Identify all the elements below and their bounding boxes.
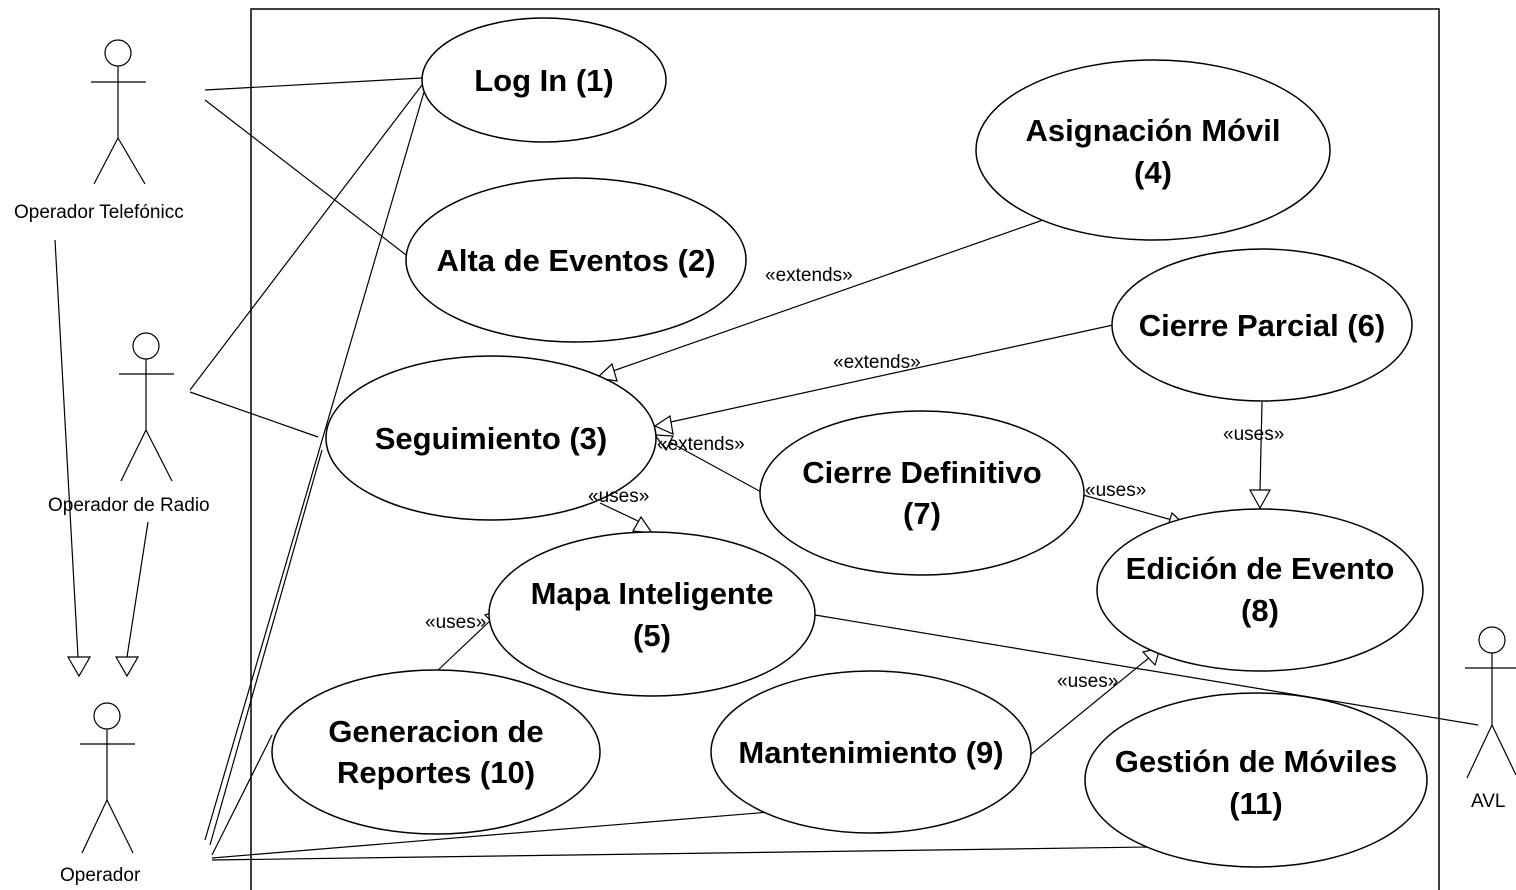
use-case-ellipse[interactable] [271, 669, 601, 835]
use-case-seguimiento[interactable]: Seguimiento (3) [325, 355, 657, 521]
use-case-ellipse[interactable] [1084, 692, 1428, 868]
stereotype-label: «uses» [588, 486, 649, 507]
use-case-alta-eventos[interactable]: Alta de Eventos (2) [405, 177, 747, 343]
assoc-operador-seguimiento [209, 449, 323, 846]
actor-label: Operador [60, 865, 141, 886]
assoc-telefonico-login [204, 77, 423, 91]
actor-operador-radio: Operador de Radio [48, 332, 210, 516]
actor-avl: AVL [1465, 626, 1516, 812]
use-case-cierre-parcial[interactable]: Cierre Parcial (6) [1111, 248, 1413, 402]
actor-leg [145, 429, 173, 482]
assoc-operador-reportes [211, 734, 273, 856]
stereotype-label: «uses» [1085, 480, 1146, 501]
assoc-avl-mapa [814, 614, 1479, 726]
assoc-operador-gestion [211, 846, 1151, 861]
actor-leg [1466, 724, 1493, 779]
use-case-label: Cierre Parcial (6) [1139, 308, 1385, 343]
uses-reportes-mapa [435, 618, 493, 673]
use-case-edicion-evento[interactable]: Edición de Evento (8) [1096, 508, 1424, 672]
uses-definitivo-edicion [1082, 494, 1173, 521]
relationship-lines [435, 219, 1272, 756]
open-arrowhead [653, 434, 674, 452]
system-boundary [250, 8, 1440, 890]
actor-head [132, 332, 160, 360]
uses-mantenimiento-edicion [1029, 656, 1151, 756]
use-case-label: Edición de Evento [1126, 551, 1395, 586]
stereotype-label: «extends» [765, 265, 853, 286]
stereotype-label: «extends» [833, 352, 921, 373]
stereotype-label: «uses» [425, 612, 486, 633]
use-case-login[interactable]: Log In (1) [421, 17, 667, 143]
assoc-radio-login [189, 84, 423, 391]
use-case-label: Generacion de [328, 714, 543, 749]
use-case-label: Log In (1) [474, 63, 613, 98]
use-case-label: Seguimiento (3) [375, 421, 608, 456]
actor-label: Operador Telefónicc [14, 202, 184, 223]
open-arrowhead [653, 414, 674, 436]
actor-leg [120, 429, 147, 482]
use-case-label: Mapa Inteligente [531, 576, 774, 611]
use-case-ellipse[interactable] [325, 355, 657, 521]
use-case-cierre-definitivo[interactable]: Cierre Definitivo (7) [759, 410, 1085, 576]
use-case-label: (7) [903, 496, 941, 531]
assoc-telefonico-alta [204, 99, 411, 259]
assoc-operador-login [204, 91, 425, 841]
use-case-label: Alta de Eventos (2) [436, 243, 715, 278]
gen-telefonico-operador [54, 239, 79, 658]
actor-label: AVL [1471, 791, 1506, 812]
assoc-operador-mantenimiento [211, 811, 771, 859]
stereotype-labels: «extends» «extends» «extends» «uses» «us… [425, 265, 1284, 692]
use-case-label: Mantenimiento (9) [738, 735, 1003, 770]
gen-radio-operador [126, 521, 149, 658]
use-case-label: (11) [1229, 786, 1282, 821]
open-arrowhead [1248, 489, 1272, 510]
use-case-asignacion-movil[interactable]: Asignación Móvil (4) [975, 59, 1331, 241]
use-case-label: Reportes (10) [337, 755, 535, 790]
actor-operador: Operador [60, 702, 141, 886]
use-case-label: (4) [1134, 155, 1172, 190]
use-case-generacion-reportes[interactable]: Generacion de Reportes (10) [271, 669, 601, 835]
actor-head [104, 39, 132, 67]
use-case-label: (8) [1241, 593, 1279, 628]
use-case-ellipse[interactable] [710, 670, 1032, 834]
actor-head [1478, 626, 1506, 654]
use-case-ellipse[interactable] [488, 531, 816, 697]
actor-leg [117, 137, 146, 185]
actor-leg [81, 799, 108, 854]
use-case-ellipse[interactable] [1096, 508, 1424, 672]
actor-head [93, 702, 121, 730]
association-lines [189, 77, 1479, 861]
use-case-ellipse[interactable] [975, 59, 1331, 241]
stereotype-label: «uses» [1223, 424, 1284, 445]
actor-leg [1491, 724, 1516, 776]
uses-parcial-edicion [1259, 401, 1263, 491]
generalization-lines [54, 239, 149, 678]
use-case-gestion-moviles[interactable]: Gestión de Móviles (11) [1084, 692, 1428, 868]
actor-leg [93, 137, 119, 185]
use-case-ellipse[interactable] [1111, 248, 1413, 402]
assoc-radio-seguimiento [189, 391, 319, 438]
use-case-label: Gestión de Móviles [1115, 744, 1398, 779]
extends-definitivo-seguimiento [665, 439, 764, 494]
use-case-ellipse[interactable] [759, 410, 1085, 576]
use-case-mapa-inteligente[interactable]: Mapa Inteligente (5) [488, 531, 816, 697]
use-case-ellipse[interactable] [421, 17, 667, 143]
use-case-label: (5) [633, 618, 671, 653]
gen-arrowhead [66, 656, 92, 678]
use-case-label: Asignación Móvil [1026, 113, 1281, 148]
use-case-ellipse[interactable] [405, 177, 747, 343]
uses-seguimiento-mapa [599, 502, 641, 523]
stereotype-label: «extends» [657, 434, 745, 455]
extends-parcial-seguimiento [665, 324, 1114, 424]
actor-operador-telefonico: Operador Telefónicc [14, 39, 184, 223]
gen-arrowhead [114, 656, 140, 678]
extends-asignacion-seguimiento [609, 219, 1044, 373]
stereotype-label: «uses» [1057, 671, 1118, 692]
use-case-label: Cierre Definitivo [802, 455, 1041, 490]
actor-label: Operador de Radio [48, 495, 210, 516]
actor-leg [106, 799, 134, 854]
use-case-mantenimiento[interactable]: Mantenimiento (9) [710, 670, 1032, 834]
